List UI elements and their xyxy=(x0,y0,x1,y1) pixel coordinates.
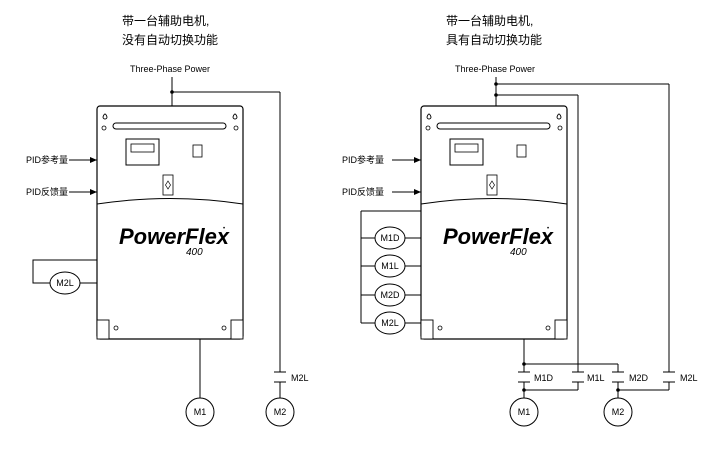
right-model: 400 xyxy=(510,247,527,258)
right-brand: PowerFlex xyxy=(443,224,554,249)
left-relay-m2l xyxy=(49,271,81,295)
right-contact-m2l-label: M2L xyxy=(680,373,698,383)
right-caption-line1: 带一台辅助电机, xyxy=(446,13,533,28)
right-relay-m1d-label: M1D xyxy=(380,233,400,243)
left-motor2-label: M2 xyxy=(274,407,287,417)
right-relay-m2l-label: M2L xyxy=(381,318,399,328)
left-relay-loop xyxy=(32,259,97,284)
right-relay-m2l xyxy=(374,311,406,335)
left-caption-line2: 没有自动切换功能 xyxy=(122,32,218,47)
right-motor-m2 xyxy=(603,397,633,427)
right-drive: PowerFlex • 400 xyxy=(420,105,568,340)
svg-text:•: • xyxy=(223,226,225,232)
left-pid-fb-label: PID反馈量 xyxy=(26,186,68,197)
right-relay-m2d-label: M2D xyxy=(380,290,400,300)
left-motor-m2 xyxy=(265,397,295,427)
left-drive: PowerFlex • 400 xyxy=(96,105,244,340)
left-motor-m1 xyxy=(185,397,215,427)
right-motor2-label: M2 xyxy=(612,407,625,417)
right-contact-m1l-label: M1L xyxy=(587,373,605,383)
right-relay-m1d xyxy=(374,226,406,250)
right-contact-m2d-label: M2D xyxy=(629,373,649,383)
right-diagram: 带一台辅助电机, 具有自动切换功能 Three-Phase Power Powe… xyxy=(342,13,698,427)
left-brand: PowerFlex xyxy=(119,224,230,249)
right-relay-m1l xyxy=(374,254,406,278)
right-pid-fb-label: PID反馈量 xyxy=(342,186,384,197)
right-power-label: Three-Phase Power xyxy=(455,64,535,74)
right-motor1-label: M1 xyxy=(518,407,531,417)
left-contact-label: M2L xyxy=(291,373,309,383)
right-caption-line2: 具有自动切换功能 xyxy=(446,33,542,47)
left-relay-label: M2L xyxy=(56,278,74,288)
right-pid-ref-label: PID参考量 xyxy=(342,154,384,165)
right-contact-m1d-label: M1D xyxy=(534,373,554,383)
svg-text:•: • xyxy=(547,226,549,232)
left-pid-ref-label: PID参考量 xyxy=(26,154,68,165)
right-relay-m1l-label: M1L xyxy=(381,261,399,271)
left-power-label: Three-Phase Power xyxy=(130,64,210,74)
left-motor1-label: M1 xyxy=(194,407,207,417)
left-model: 400 xyxy=(186,247,203,258)
right-motor-m1 xyxy=(509,397,539,427)
left-diagram: 带一台辅助电机, 没有自动切换功能 Three-Phase Power Powe… xyxy=(26,13,309,427)
left-caption-line1: 带一台辅助电机, xyxy=(122,13,209,28)
left-power-junction xyxy=(170,90,174,94)
right-relay-m2d xyxy=(374,283,406,307)
